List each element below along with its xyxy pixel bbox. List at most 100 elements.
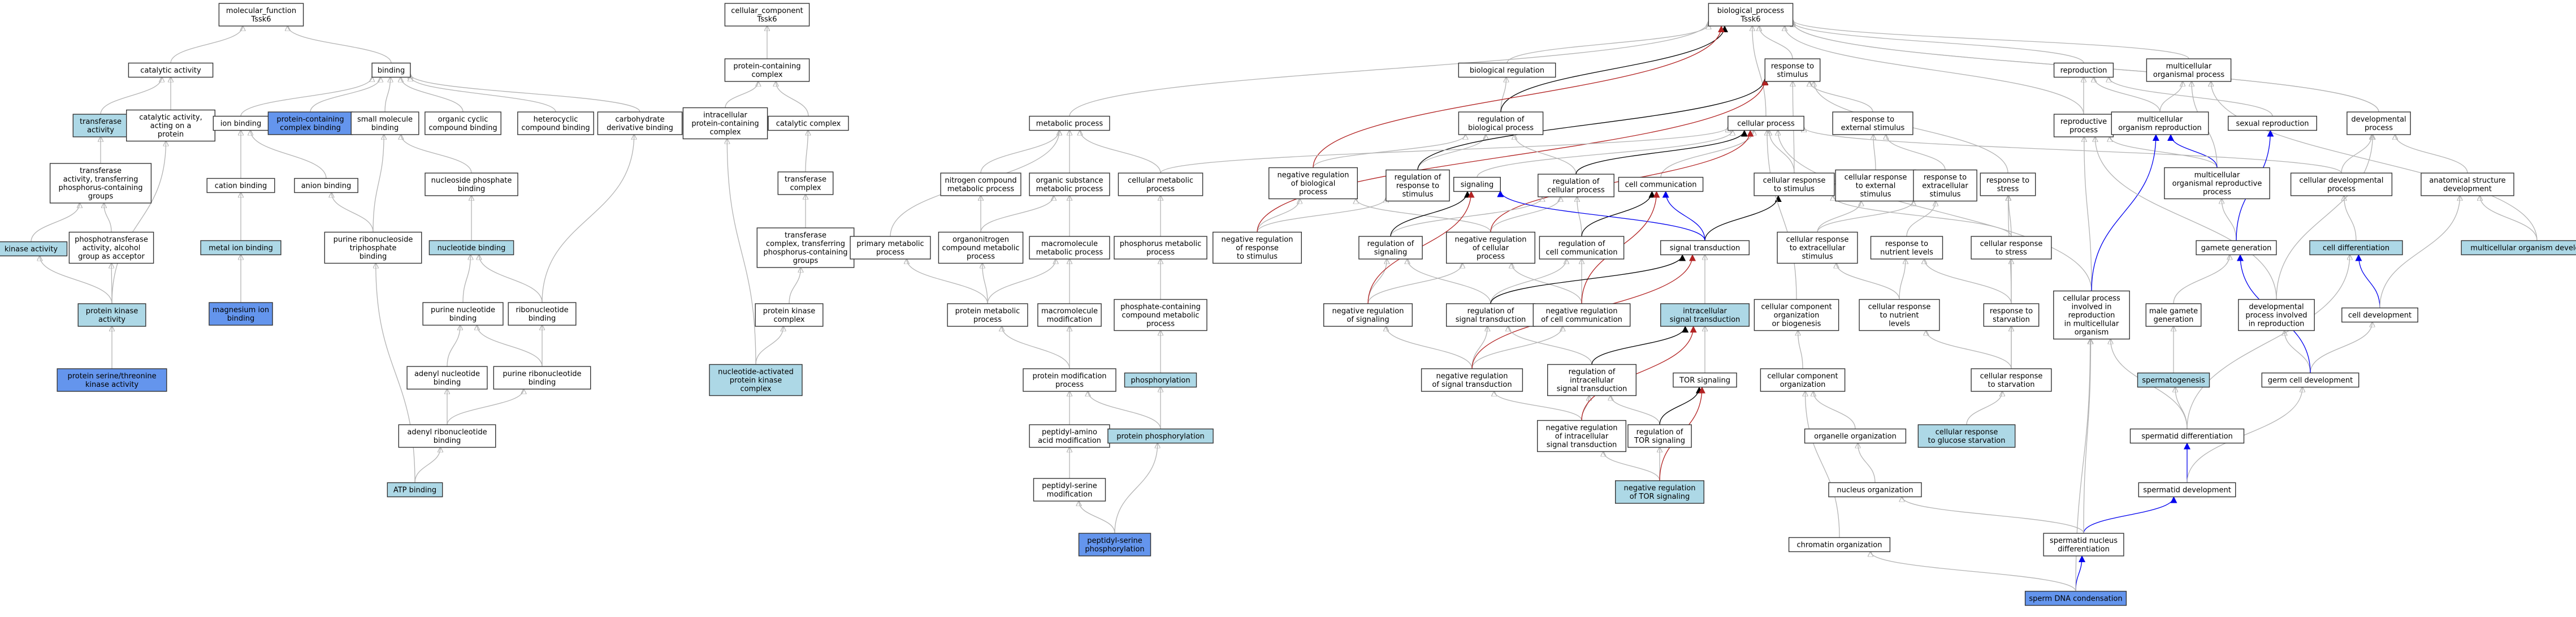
- go-term-label: signaling: [1374, 248, 1408, 257]
- go-term-label: spermatid nucleus: [2050, 537, 2118, 545]
- go-term-label: activity, alcohol: [83, 244, 141, 253]
- go-term-box: [1828, 482, 1922, 498]
- go-term-label: to stimulus: [1237, 253, 1278, 261]
- relation-edge: [2222, 199, 2237, 241]
- relation-edge: [727, 139, 756, 365]
- go-term-label: developmental: [2249, 303, 2304, 312]
- relation-edge: [542, 135, 634, 303]
- relation-edge: [1873, 135, 1876, 170]
- go-term-label: stress: [1997, 185, 2019, 193]
- go-term-node: catalytic activity: [128, 62, 214, 78]
- go-term-node: gamete generation: [2196, 240, 2277, 256]
- go-term-label: modification: [1047, 316, 1093, 324]
- go-term-box: [2053, 114, 2114, 137]
- go-term-label: stimulus: [1860, 191, 1891, 199]
- go-term-label: complex: [751, 71, 782, 79]
- go-term-label: protein modification: [1032, 372, 1106, 381]
- relation-edge: [1759, 26, 1793, 59]
- go-term-label: of cell communication: [1541, 316, 1622, 324]
- go-term-label: activity: [87, 126, 114, 135]
- go-term-label: Tssk6: [250, 15, 271, 24]
- go-term-label: groups: [88, 192, 114, 201]
- relation-edge: [2395, 135, 2468, 174]
- relation-edge: [1471, 326, 1562, 369]
- go-term-box: [2346, 111, 2411, 135]
- go-term-label: binding: [434, 437, 461, 445]
- go-term-label: metal ion binding: [209, 244, 273, 253]
- go-term-label: transferase: [80, 118, 122, 126]
- relation-edge: [1778, 131, 2092, 291]
- go-term-label: Tssk6: [1740, 15, 1760, 24]
- relation-edge: [2094, 77, 2161, 113]
- relation-edge: [1079, 501, 1115, 534]
- go-term-box: [1971, 236, 2052, 260]
- go-term-box: [1029, 115, 1110, 131]
- relation-edge: [1581, 191, 1656, 237]
- go-term-label: to glucose starvation: [1928, 437, 2005, 445]
- relation-edge: [40, 256, 112, 304]
- relation-edge: [987, 259, 1056, 304]
- go-term-label: spermatogenesis: [2142, 377, 2205, 385]
- go-term-box: [125, 109, 216, 142]
- go-term-label: to stress: [1995, 248, 2027, 257]
- go-term-label: anatomical structure: [2429, 176, 2505, 185]
- relation-edge: [2084, 137, 2092, 291]
- go-term-node: signal transduction: [1660, 240, 1750, 256]
- go-term-label: purine ribonucleotide: [503, 370, 581, 378]
- go-term-node: signaling: [1453, 176, 1501, 192]
- go-term-box: [777, 171, 834, 195]
- go-term-label: signaling: [1461, 181, 1494, 189]
- go-term-label: negative regulation: [1221, 236, 1293, 244]
- go-term-label: complex: [790, 184, 821, 192]
- relation-edge: [477, 325, 543, 367]
- go-term-label: development: [2443, 185, 2492, 193]
- go-term-label: binding: [458, 185, 485, 193]
- go-term-box: [1445, 303, 1535, 327]
- go-term-label: response to: [1924, 174, 1967, 182]
- relation-edge: [2091, 134, 2159, 291]
- go-term-label: binding: [529, 314, 556, 323]
- go-term-box: [425, 172, 518, 196]
- relation-edge: [104, 203, 112, 232]
- relation-edge: [1798, 331, 1803, 369]
- relation-edge: [1899, 259, 1906, 300]
- go-term-label: reproduction: [2060, 67, 2107, 75]
- go-term-label: signal transduction: [1670, 244, 1741, 253]
- go-term-label: binding: [227, 314, 254, 323]
- go-term-node: organelle organization: [1804, 428, 1907, 444]
- go-term-box: [1660, 303, 1750, 327]
- go-term-label: metabolic process: [947, 185, 1015, 193]
- go-term-label: protein-containing: [276, 115, 344, 124]
- relation-edge: [2284, 331, 2311, 373]
- go-term-label: ATP binding: [393, 486, 436, 495]
- go-term-node: cellular process: [1728, 115, 1804, 131]
- relation-edge: [2276, 135, 2372, 300]
- go-term-node: TOR signaling: [1673, 372, 1737, 388]
- go-term-label: binding: [360, 253, 387, 261]
- go-term-node: anion binding: [294, 178, 358, 193]
- go-term-label: starvation: [1993, 316, 2030, 324]
- go-term-label: cellular component: [1761, 303, 1832, 312]
- go-term-box: [200, 240, 282, 256]
- go-term-label: peptidyl-serine: [1042, 482, 1097, 490]
- go-term-label: in multicellular: [2064, 320, 2119, 329]
- relation-edge: [1313, 135, 1465, 168]
- go-term-label: complex: [740, 385, 771, 394]
